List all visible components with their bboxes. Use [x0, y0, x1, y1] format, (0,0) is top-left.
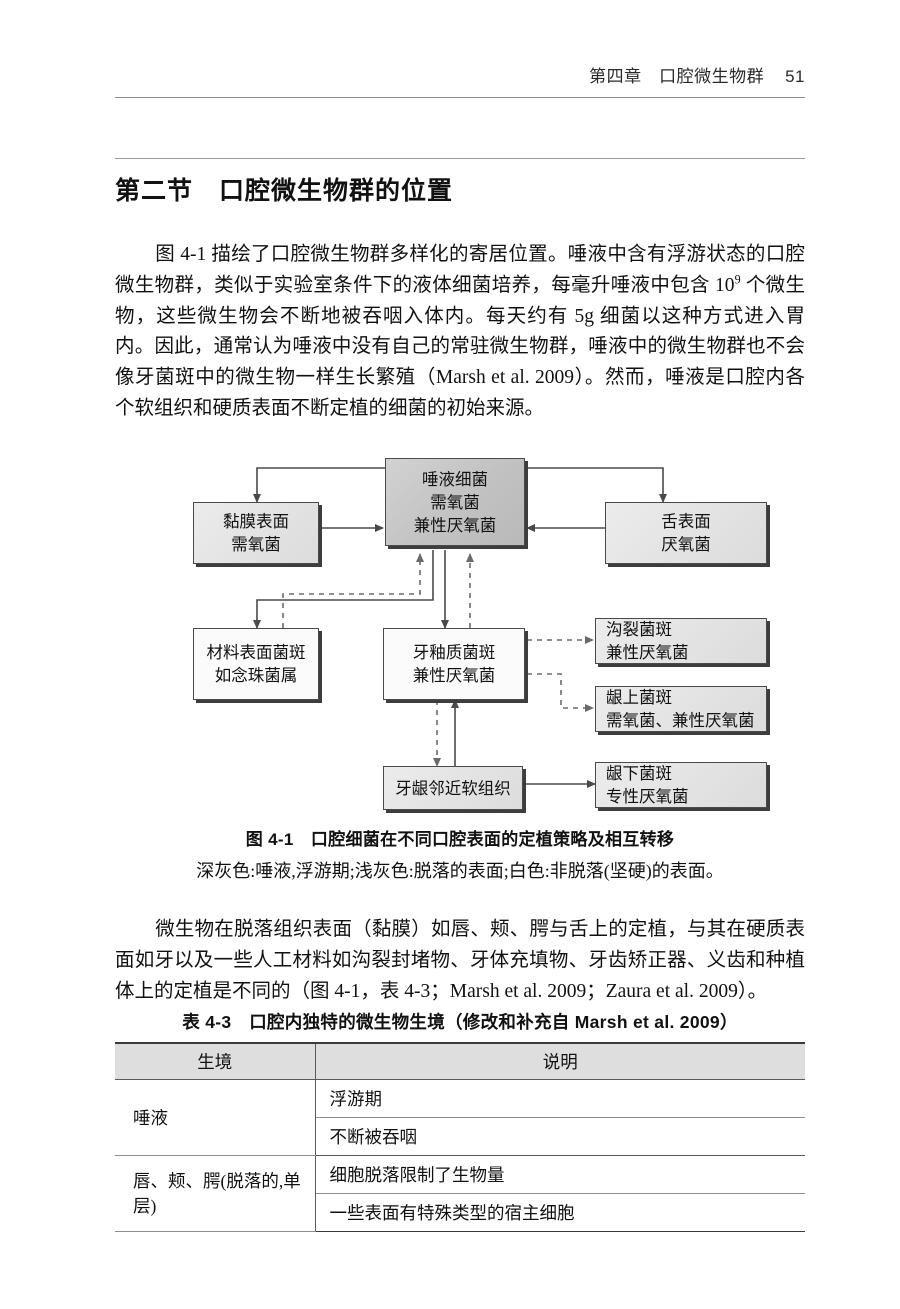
table-cell-habitat-saliva: 唾液	[115, 1079, 316, 1156]
body-paragraph-2: 微生物在脱落组织表面（黏膜）如唇、颊、腭与舌上的定植，与其在硬质表面如牙以及一些…	[115, 915, 805, 1007]
figure-node-supragingival-plaque: 龈上菌斑 需氧菌、兼性厌氧菌	[595, 686, 767, 732]
figure-caption-legend: 深灰色:唾液,浮游期;浅灰色:脱落的表面;白色:非脱落(坚硬)的表面。	[196, 861, 724, 881]
figure-node-supragingival-plaque-line2: 需氧菌、兼性厌氧菌	[606, 711, 755, 730]
table-cell-description: 不断被吞咽	[315, 1117, 805, 1156]
figure-node-saliva: 唾液细菌 需氧菌 兼性厌氧菌	[385, 458, 525, 546]
page-header: 第四章 口腔微生物群 51	[115, 62, 805, 108]
section-title: 第二节 口腔微生物群的位置	[115, 177, 454, 205]
header-chapter-label: 第四章 口腔微生物群	[589, 67, 765, 86]
figure-node-saliva-line3: 兼性厌氧菌	[413, 515, 497, 535]
table-cell-description: 细胞脱落限制了生物量	[315, 1155, 805, 1194]
figure-caption-title: 图 4-1 口腔细菌在不同口腔表面的定植策略及相互转移	[245, 830, 675, 849]
table-row: 唇、颊、腭(脱落的,单层) 细胞脱落限制了生物量	[115, 1155, 805, 1232]
body-paragraph-1: 图 4-1 描绘了口腔微生物群多样化的寄居位置。唾液中含有浮游状态的口腔微生物群…	[115, 240, 805, 425]
figure-node-enamel-plaque-line2: 兼性厌氧菌	[412, 666, 496, 685]
table-col-header-description: 说明	[315, 1042, 805, 1080]
figure-node-material-plaque-line2: 如念珠菌属	[214, 666, 298, 685]
figure-node-enamel-plaque: 牙釉质菌斑 兼性厌氧菌	[383, 628, 525, 700]
page-number: 51	[785, 67, 805, 86]
table-row: 不断被吞咽	[115, 1117, 805, 1156]
table-4-3-title: 表 4-3 口腔内独特的微生物生境（修改和补充自 Marsh et al. 20…	[182, 1012, 738, 1032]
figure-node-fissure-plaque-line1: 沟裂菌斑	[606, 620, 672, 639]
figure-node-gingival-soft-tissue-line1: 牙龈邻近软组织	[395, 778, 511, 798]
section-heading-block: 第二节 口腔微生物群的位置	[115, 158, 805, 207]
header-divider	[115, 97, 805, 98]
figure-node-enamel-plaque-line1: 牙釉质菌斑	[412, 643, 496, 662]
table-row: 唾液 浮游期	[115, 1079, 805, 1156]
table-cell-description: 浮游期	[315, 1079, 805, 1118]
figure-node-material-plaque-line1: 材料表面菌斑	[206, 643, 306, 662]
section-divider	[115, 158, 805, 159]
table-body: 唾液 浮游期 不断被吞咽 唇、颊、腭(脱落的,单层) 细胞脱落限制了生物量 一些…	[115, 1079, 805, 1232]
paragraph-1-text-part1: 图 4-1 描绘了口腔微生物群多样化的寄居位置。唾液中含有浮游状态的口腔微生物群…	[115, 244, 805, 296]
figure-node-mucosal-surface-line2: 需氧菌	[231, 535, 281, 554]
figure-node-subgingival-plaque: 龈下菌斑 专性厌氧菌	[595, 762, 767, 808]
figure-node-tongue-surface: 舌表面 厌氧菌	[605, 502, 767, 564]
figure-node-fissure-plaque: 沟裂菌斑 兼性厌氧菌	[595, 618, 767, 664]
figure-node-material-plaque: 材料表面菌斑 如念珠菌属	[193, 628, 319, 700]
figure-node-saliva-line2: 需氧菌	[430, 492, 480, 512]
table-col-header-habitat: 生境	[115, 1042, 316, 1080]
paragraph-2-text: 微生物在脱落组织表面（黏膜）如唇、颊、腭与舌上的定植，与其在硬质表面如牙以及一些…	[115, 919, 805, 1002]
table-cell-description: 一些表面有特殊类型的宿主细胞	[315, 1193, 805, 1232]
figure-node-saliva-line1: 唾液细菌	[422, 469, 488, 489]
figure-node-subgingival-plaque-line2: 专性厌氧菌	[606, 787, 689, 806]
figure-node-mucosal-surface-line1: 黏膜表面	[223, 512, 289, 531]
table-head: 生境 说明	[115, 1042, 805, 1080]
paragraph-1-text-part2: 个微生物，这些微生物会不断地被吞咽入体内。每天约有 5g 细菌以这种方式进入胃内…	[115, 274, 805, 419]
table-row: 一些表面有特殊类型的宿主细胞	[115, 1193, 805, 1232]
table-4-3: 生境 说明 唾液 浮游期 不断被吞咽 唇、颊、腭(脱落的,单层) 细胞脱落限制了…	[115, 1042, 805, 1232]
exponent-superscript: 9	[734, 272, 741, 287]
figure-node-gingival-soft-tissue: 牙龈邻近软组织	[383, 766, 523, 810]
figure-connector-lines	[253, 467, 667, 788]
figure-node-tongue-surface-line1: 舌表面	[661, 512, 711, 531]
figure-node-supragingival-plaque-line1: 龈上菌斑	[606, 688, 672, 707]
figure-node-mucosal-surface: 黏膜表面 需氧菌	[193, 502, 319, 564]
figure-node-subgingival-plaque-line1: 龈下菌斑	[606, 764, 672, 783]
figure-node-tongue-surface-line2: 厌氧菌	[661, 535, 711, 554]
table-header-row: 生境 说明	[115, 1042, 805, 1080]
figure-caption-block: 图 4-1 口腔细菌在不同口腔表面的定植策略及相互转移 深灰色:唾液,浮游期;浅…	[115, 825, 805, 883]
table-cell-habitat-lip-cheek-palate: 唇、颊、腭(脱落的,单层)	[115, 1155, 316, 1232]
header-chapter-and-page: 第四章 口腔微生物群 51	[589, 62, 805, 87]
figure-node-fissure-plaque-line2: 兼性厌氧菌	[606, 643, 689, 662]
figure-4-1: 唾液细菌 需氧菌 兼性厌氧菌 黏膜表面 需氧菌 舌表面 厌氧菌 材料表面菌斑 如…	[115, 450, 805, 820]
